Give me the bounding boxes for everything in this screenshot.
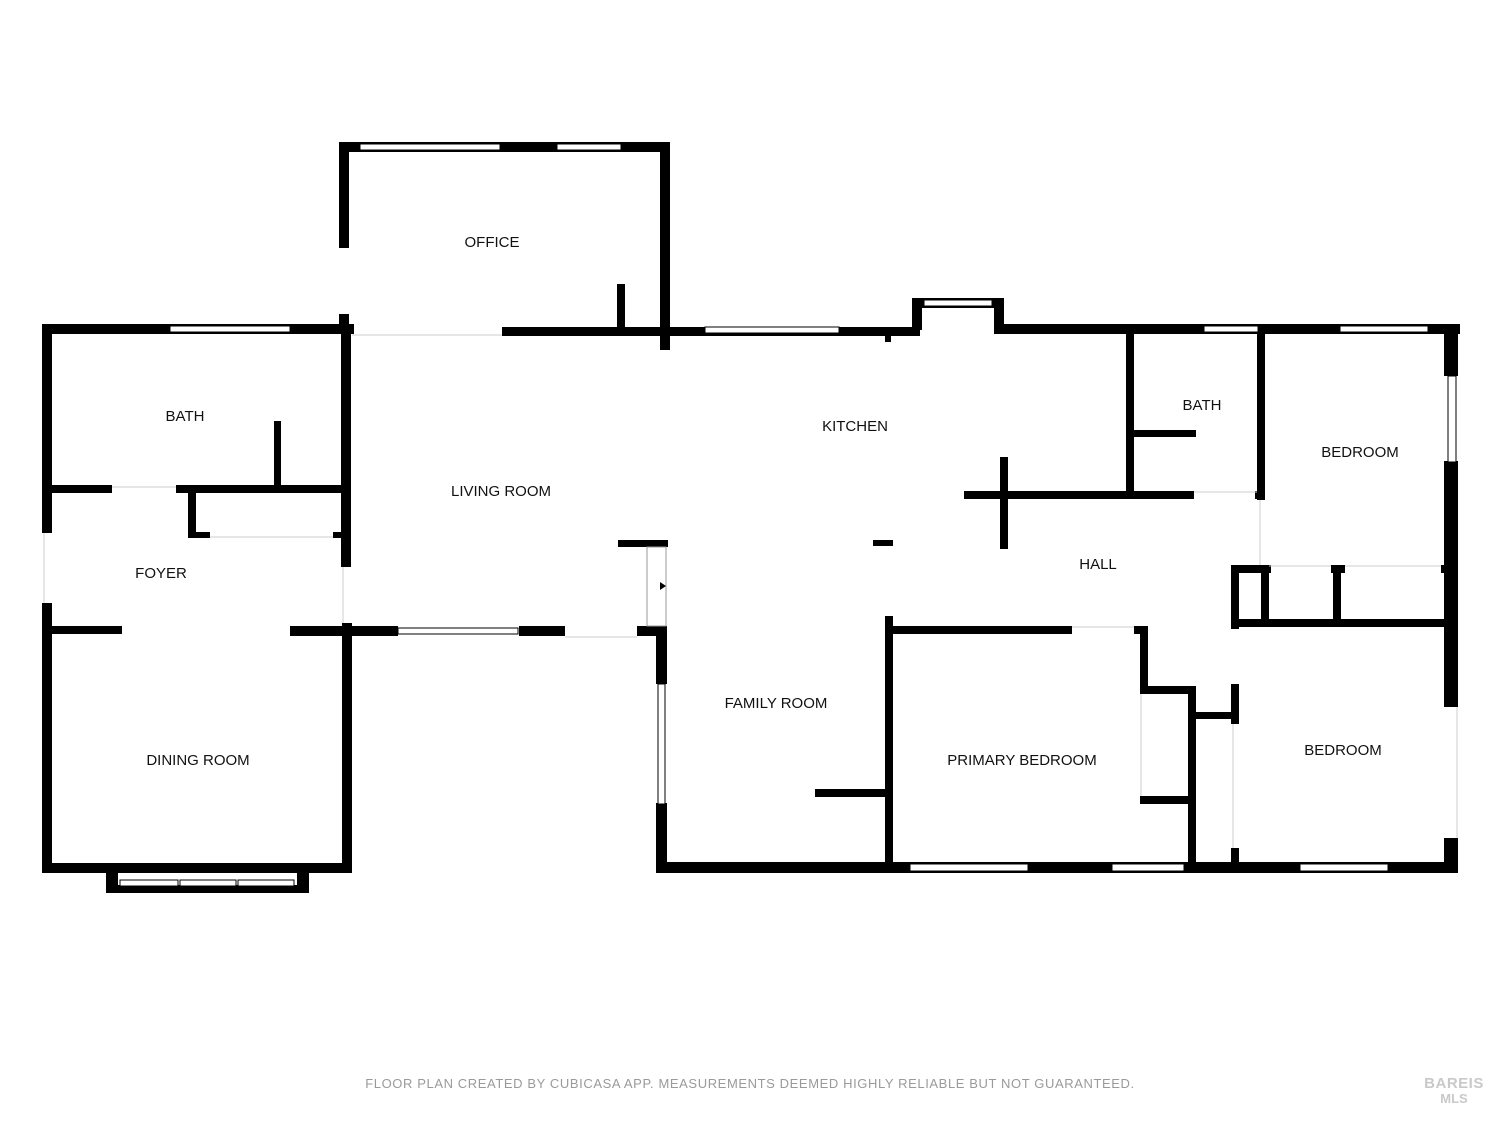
window — [179, 879, 237, 887]
wall — [1257, 330, 1265, 500]
wall — [274, 421, 281, 489]
wall — [1126, 330, 1134, 494]
wall — [341, 324, 351, 567]
wall — [1261, 565, 1269, 625]
wall — [106, 885, 309, 893]
wall — [519, 626, 565, 636]
window — [169, 325, 291, 333]
openings — [43, 334, 1458, 848]
wall — [333, 532, 343, 538]
wall — [1444, 324, 1458, 376]
wall — [660, 142, 670, 350]
window — [909, 863, 1029, 872]
wall — [188, 485, 196, 538]
logo-line2: MLS — [1440, 1091, 1468, 1106]
wall — [637, 626, 667, 636]
window — [1339, 325, 1429, 333]
window — [1111, 863, 1185, 872]
wall — [188, 532, 210, 538]
wall — [815, 789, 890, 797]
bareis-mls-logo: BAREIS MLS — [1416, 1076, 1492, 1114]
wall — [339, 142, 670, 152]
wall — [656, 626, 667, 684]
wall — [1194, 712, 1238, 719]
window — [657, 683, 666, 805]
wall — [1231, 565, 1239, 629]
wall — [42, 324, 52, 533]
window — [556, 143, 622, 151]
wall — [1231, 848, 1239, 873]
logo-line1: BAREIS — [1424, 1075, 1484, 1092]
wall — [1140, 686, 1196, 694]
walls — [42, 142, 1460, 893]
window — [359, 143, 501, 151]
wall — [912, 298, 922, 330]
wall — [885, 330, 891, 342]
wall — [339, 142, 349, 248]
window — [1447, 375, 1457, 463]
wall — [873, 540, 893, 546]
wall — [885, 616, 893, 873]
disclaimer-footer: FLOOR PLAN CREATED BY CUBICASA APP. MEAS… — [365, 1076, 1135, 1091]
wall — [1126, 430, 1196, 437]
wall — [42, 863, 352, 873]
wall — [1231, 684, 1239, 724]
stair-arrow-icon — [660, 582, 666, 590]
stair-step — [646, 546, 667, 627]
window — [1203, 325, 1259, 333]
wall — [1444, 461, 1458, 707]
wall — [176, 485, 344, 493]
wall — [1231, 565, 1271, 573]
wall — [1140, 796, 1194, 804]
wall — [52, 626, 122, 634]
label-bedroom-top: BEDROOM — [1321, 444, 1399, 461]
wall — [1333, 565, 1341, 625]
label-kitchen: KITCHEN — [822, 418, 888, 435]
wall — [656, 862, 912, 873]
room-labels: OFFICE BATH LIVING ROOM KITCHEN BATH BED… — [135, 234, 1399, 769]
wall — [617, 284, 625, 332]
wall — [890, 626, 1072, 634]
window — [119, 879, 179, 887]
window — [704, 326, 840, 334]
window — [397, 627, 519, 635]
wall — [1231, 619, 1450, 627]
wall — [964, 491, 1194, 499]
window — [1299, 863, 1389, 872]
label-bedroom-bottom: BEDROOM — [1304, 742, 1382, 759]
label-living-room: LIVING ROOM — [451, 483, 551, 500]
wall — [1188, 686, 1196, 873]
wall — [342, 623, 352, 873]
wall — [1140, 626, 1148, 694]
wall — [42, 485, 112, 493]
wall — [656, 803, 667, 873]
label-office: OFFICE — [465, 234, 520, 251]
wall — [1255, 491, 1265, 499]
label-bath-left: BATH — [166, 408, 205, 425]
label-primary-bedroom: PRIMARY BEDROOM — [947, 752, 1096, 769]
window — [237, 879, 295, 887]
wall — [994, 298, 1004, 330]
label-bath-right: BATH — [1183, 397, 1222, 414]
label-family-room: FAMILY ROOM — [725, 695, 828, 712]
wall — [42, 603, 52, 873]
wall — [1331, 565, 1345, 573]
label-dining-room: DINING ROOM — [146, 752, 249, 769]
window — [923, 299, 993, 307]
wall — [1000, 457, 1008, 549]
windows — [119, 143, 1457, 887]
wall — [618, 540, 668, 547]
label-hall: HALL — [1079, 556, 1117, 573]
label-foyer: FOYER — [135, 565, 187, 582]
